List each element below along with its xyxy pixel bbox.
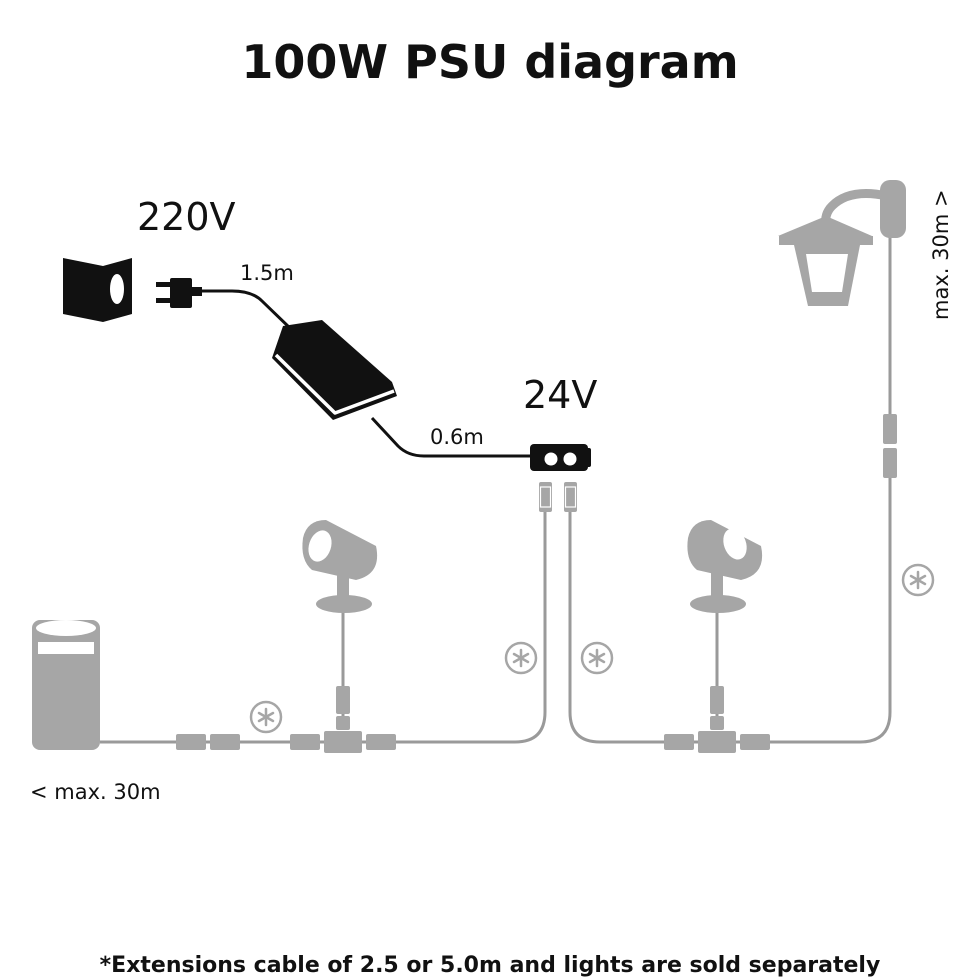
asterisk-icon bbox=[901, 563, 935, 597]
mains-cable bbox=[202, 289, 294, 332]
asterisk-icon bbox=[249, 700, 283, 734]
mains-cable-length: 1.5m bbox=[240, 261, 294, 285]
splitter-connector-right bbox=[564, 482, 577, 512]
wall-socket-icon bbox=[63, 258, 132, 322]
bollard-light-icon bbox=[32, 620, 100, 750]
t-junction-right bbox=[664, 686, 770, 753]
splitter-icon bbox=[530, 444, 591, 471]
max-distance-right: max. 30m > bbox=[929, 189, 953, 320]
wall-lantern-icon bbox=[778, 180, 906, 306]
max-distance-left: < max. 30m bbox=[30, 780, 161, 804]
plug-icon bbox=[156, 278, 202, 308]
mains-voltage-label: 220V bbox=[137, 195, 236, 239]
left-branch-cable bbox=[100, 512, 547, 744]
t-junction-left bbox=[290, 686, 396, 753]
asterisk-icon bbox=[580, 641, 614, 675]
asterisk-icon bbox=[504, 641, 538, 675]
spot-light-icon bbox=[687, 520, 763, 613]
low-voltage-label: 24V bbox=[523, 373, 597, 417]
splitter-connector-left bbox=[539, 482, 552, 512]
spot-light-icon bbox=[302, 520, 378, 613]
inline-connector bbox=[176, 734, 240, 750]
page-title: 100W PSU diagram bbox=[241, 35, 738, 89]
output-cable bbox=[370, 416, 530, 458]
lantern-connector bbox=[883, 414, 897, 478]
psu-icon bbox=[272, 320, 397, 420]
footnote: *Extensions cable of 2.5 or 5.0m and lig… bbox=[100, 953, 881, 978]
output-cable-length: 0.6m bbox=[430, 425, 484, 449]
